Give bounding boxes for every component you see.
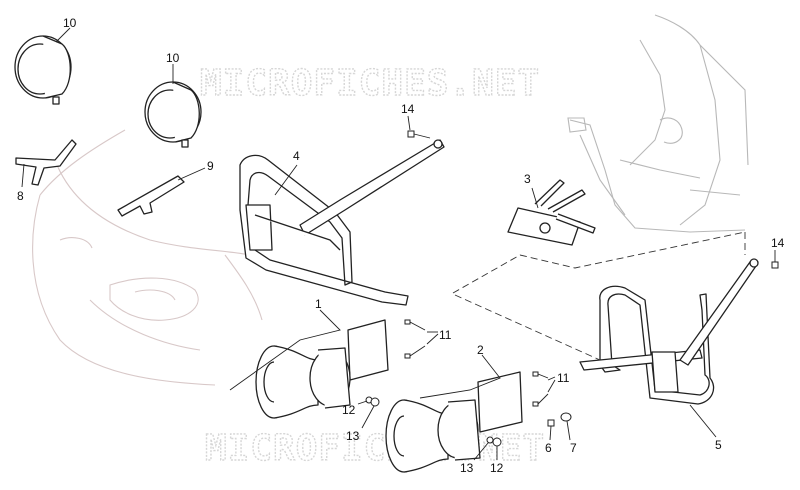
headlight-bracket-right xyxy=(117,175,185,217)
mounting-frame-left xyxy=(239,139,445,306)
callout-labels: 10 10 8 9 4 14 3 14 1 11 2 11 12 13 13 1… xyxy=(17,16,785,475)
callout-5: 5 xyxy=(715,438,722,452)
callout-13-upper: 13 xyxy=(346,429,360,443)
leader-lines xyxy=(21,27,776,461)
screws-11-lower xyxy=(532,371,549,407)
screws-11-upper xyxy=(404,319,426,359)
headlight-right xyxy=(144,81,202,148)
mounting-plate xyxy=(507,179,596,246)
watermark-bottom: MICROFICHES.NET xyxy=(205,428,545,469)
headlight-bracket-left xyxy=(15,139,77,186)
callout-4: 4 xyxy=(293,149,300,163)
callout-11-lower: 11 xyxy=(557,371,570,385)
washer-nut-upper xyxy=(365,396,380,407)
callout-7: 7 xyxy=(570,441,577,455)
callout-14-left: 14 xyxy=(401,102,415,116)
callout-11-upper: 11 xyxy=(439,328,452,342)
washer-7 xyxy=(560,412,572,422)
callout-10-left: 10 xyxy=(63,16,77,30)
assembly-lines xyxy=(452,231,746,361)
screw-14-right xyxy=(771,261,779,269)
callout-14-right: 14 xyxy=(771,236,785,250)
washer-nut-lower xyxy=(486,436,502,447)
bolt-6 xyxy=(547,419,555,427)
callout-9: 9 xyxy=(207,159,214,173)
motorcycle-frame-outline xyxy=(567,14,749,233)
watermark-top: MICROFICHES.NET xyxy=(200,63,540,104)
fairing-outline xyxy=(32,129,263,386)
callout-10-right: 10 xyxy=(166,51,180,65)
callout-1: 1 xyxy=(315,297,322,311)
headlight-left xyxy=(14,35,72,105)
callout-2: 2 xyxy=(477,343,484,357)
callout-6: 6 xyxy=(545,441,552,455)
callout-8: 8 xyxy=(17,189,24,203)
horn-1 xyxy=(255,319,389,419)
callout-13-lower: 13 xyxy=(460,461,474,475)
callout-12-lower: 12 xyxy=(490,461,504,475)
screw-14-left xyxy=(407,130,431,139)
horn-2 xyxy=(385,371,523,473)
callout-3: 3 xyxy=(524,172,531,186)
callout-12-upper: 12 xyxy=(342,403,356,417)
mounting-frame-right xyxy=(579,258,759,405)
